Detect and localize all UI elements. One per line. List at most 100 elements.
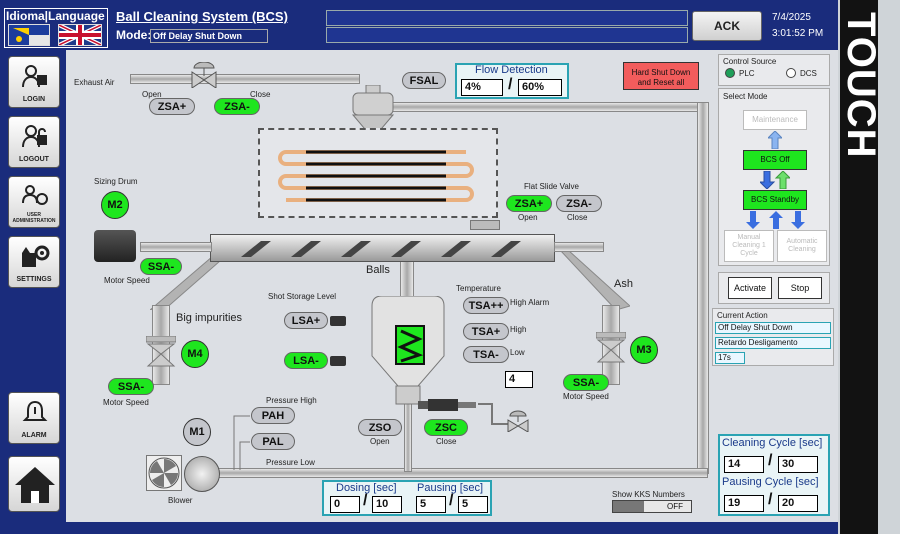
motor-speed-label-m2: Motor Speed [104, 276, 150, 285]
user-admin-button[interactable]: USER ADMINISTRATION [8, 176, 60, 228]
current-action-title: Current Action [717, 311, 768, 320]
device-strip [840, 0, 878, 534]
dcs-label: DCS [800, 69, 817, 78]
pressure-low-label: Pressure Low [266, 458, 315, 467]
pausing-value-1: 5 [416, 496, 446, 513]
current-action-line-2: Retardo Desligamento [715, 337, 831, 349]
air-valve-icon[interactable] [506, 410, 530, 433]
hard-shutdown-button[interactable]: Hard Shut Down and Reset all [623, 62, 699, 90]
level-sensor-low-icon [330, 356, 346, 366]
settings-label: SETTINGS [16, 276, 52, 283]
home-button[interactable] [8, 456, 60, 512]
left-rotary-valve-icon[interactable] [145, 335, 177, 368]
arrows-to-cleaning-icon [746, 211, 806, 229]
pausing-cycle-value-2: 20 [778, 495, 818, 512]
mode-label: Mode: [116, 28, 152, 42]
date-display: 7/4/2025 [772, 12, 811, 23]
drum-motor-icon [94, 230, 136, 262]
exhaust-pipe [130, 74, 360, 84]
manual-cleaning-button[interactable]: Manual Cleaning 1 Cycle [724, 230, 774, 262]
heat-exchanger-frame [258, 128, 498, 218]
login-label: LOGIN [22, 96, 46, 103]
kks-toggle-state: OFF [667, 502, 683, 511]
motor-m2-indicator[interactable]: M2 [101, 191, 129, 219]
mode-value: Off Delay Shut Down [150, 29, 268, 43]
bcs-off-mode-button[interactable]: BCS Off [743, 150, 807, 170]
pressure-line [230, 408, 252, 472]
shot-storage-label: Shot Storage Level [268, 292, 337, 301]
message-bar-1 [326, 10, 688, 26]
flat-slide-close-label: Close [567, 213, 588, 222]
pausing-cycle-value-1: 19 [724, 495, 764, 512]
kks-toggle[interactable]: OFF [612, 500, 692, 513]
motor-m1-indicator[interactable]: M1 [183, 418, 211, 446]
valve-open-label: Open [142, 90, 162, 99]
dosing-separator: / [363, 492, 368, 509]
current-action-timer: 17s [715, 352, 745, 364]
automatic-cleaning-button[interactable]: Automatic Cleaning [777, 230, 827, 262]
low-label: Low [510, 348, 525, 357]
ssa-minus-m4-indicator: SSA- [108, 378, 154, 395]
maintenance-mode-button[interactable]: Maintenance [743, 110, 807, 130]
motor-m3-indicator[interactable]: M3 [630, 336, 658, 364]
pausing-cycle-title: Pausing Cycle [sec] [722, 476, 819, 488]
pal-indicator: PAL [251, 433, 295, 450]
motor-speed-label-m4: Motor Speed [103, 398, 149, 407]
drum-outlet [554, 242, 604, 252]
language-label: Idioma|Language [6, 9, 105, 23]
right-rotary-valve-icon[interactable] [595, 331, 627, 364]
flat-slide-open-label: Open [518, 213, 538, 222]
dosing-value-1: 0 [330, 496, 360, 513]
flat-slide-valve-icon[interactable] [470, 220, 500, 230]
ack-button[interactable]: ACK [692, 11, 762, 41]
return-pipe-top [370, 102, 700, 112]
arrow-up-icon [766, 130, 784, 150]
blower-fan-icon [146, 455, 182, 491]
logout-button[interactable]: LOGOUT [8, 116, 60, 168]
flag-br-icon[interactable] [8, 24, 50, 46]
ssa-minus-m3-indicator: SSA- [563, 374, 609, 391]
motor-speed-label-m3: Motor Speed [563, 392, 609, 401]
flow-value-1: 4% [461, 79, 503, 96]
current-action-line-1: Off Delay Shut Down [715, 322, 831, 334]
bcs-standby-mode-button[interactable]: BCS Standby [743, 190, 807, 210]
exhaust-air-label: Exhaust Air [74, 78, 115, 87]
cleaning-cycle-value-2: 30 [778, 456, 818, 473]
flow-separator: / [508, 76, 513, 93]
gate-actuator-icon[interactable] [418, 398, 478, 411]
flag-uk-icon[interactable] [58, 23, 102, 47]
control-source-panel [718, 54, 830, 86]
big-impurities-label: Big impurities [176, 312, 243, 324]
dcs-radio[interactable] [786, 68, 796, 78]
plc-radio[interactable] [725, 68, 735, 78]
dosing-title: Dosing [sec] [336, 482, 397, 494]
exhaust-valve-icon[interactable] [189, 61, 219, 89]
logout-label: LOGOUT [19, 156, 49, 163]
pah-indicator: PAH [251, 407, 295, 424]
logout-icon [22, 125, 47, 148]
heater-element-icon [395, 325, 425, 365]
drum-shaft [140, 242, 212, 252]
settings-button[interactable]: SETTINGS [8, 236, 60, 288]
heat-exchanger-tubes [276, 148, 476, 206]
alarm-label: ALARM [21, 432, 47, 439]
high-label: High [510, 325, 527, 334]
select-mode-title: Select Mode [723, 92, 768, 101]
activate-button[interactable]: Activate [728, 277, 772, 299]
lsa-plus-indicator: LSA+ [284, 312, 328, 329]
stop-button[interactable]: Stop [778, 277, 822, 299]
motor-m4-indicator[interactable]: M4 [181, 340, 209, 368]
cleaning-cycle-value-1: 14 [724, 456, 764, 473]
page-title: Ball Cleaning System (BCS) [116, 9, 288, 24]
message-bar-2 [326, 27, 688, 43]
flat-slide-zsa-minus-indicator: ZSA- [556, 195, 602, 212]
login-button[interactable]: LOGIN [8, 56, 60, 108]
control-source-title: Control Source [723, 57, 777, 66]
zsa-plus-indicator: ZSA+ [149, 98, 195, 115]
language-selector[interactable] [4, 8, 108, 48]
plc-label: PLC [739, 69, 755, 78]
cleaning-cycle-title: Cleaning Cycle [sec] [722, 437, 823, 449]
time-display: 3:01:52 PM [772, 28, 824, 39]
alarm-button[interactable]: ALARM [8, 392, 60, 444]
footer-bar [0, 522, 838, 534]
